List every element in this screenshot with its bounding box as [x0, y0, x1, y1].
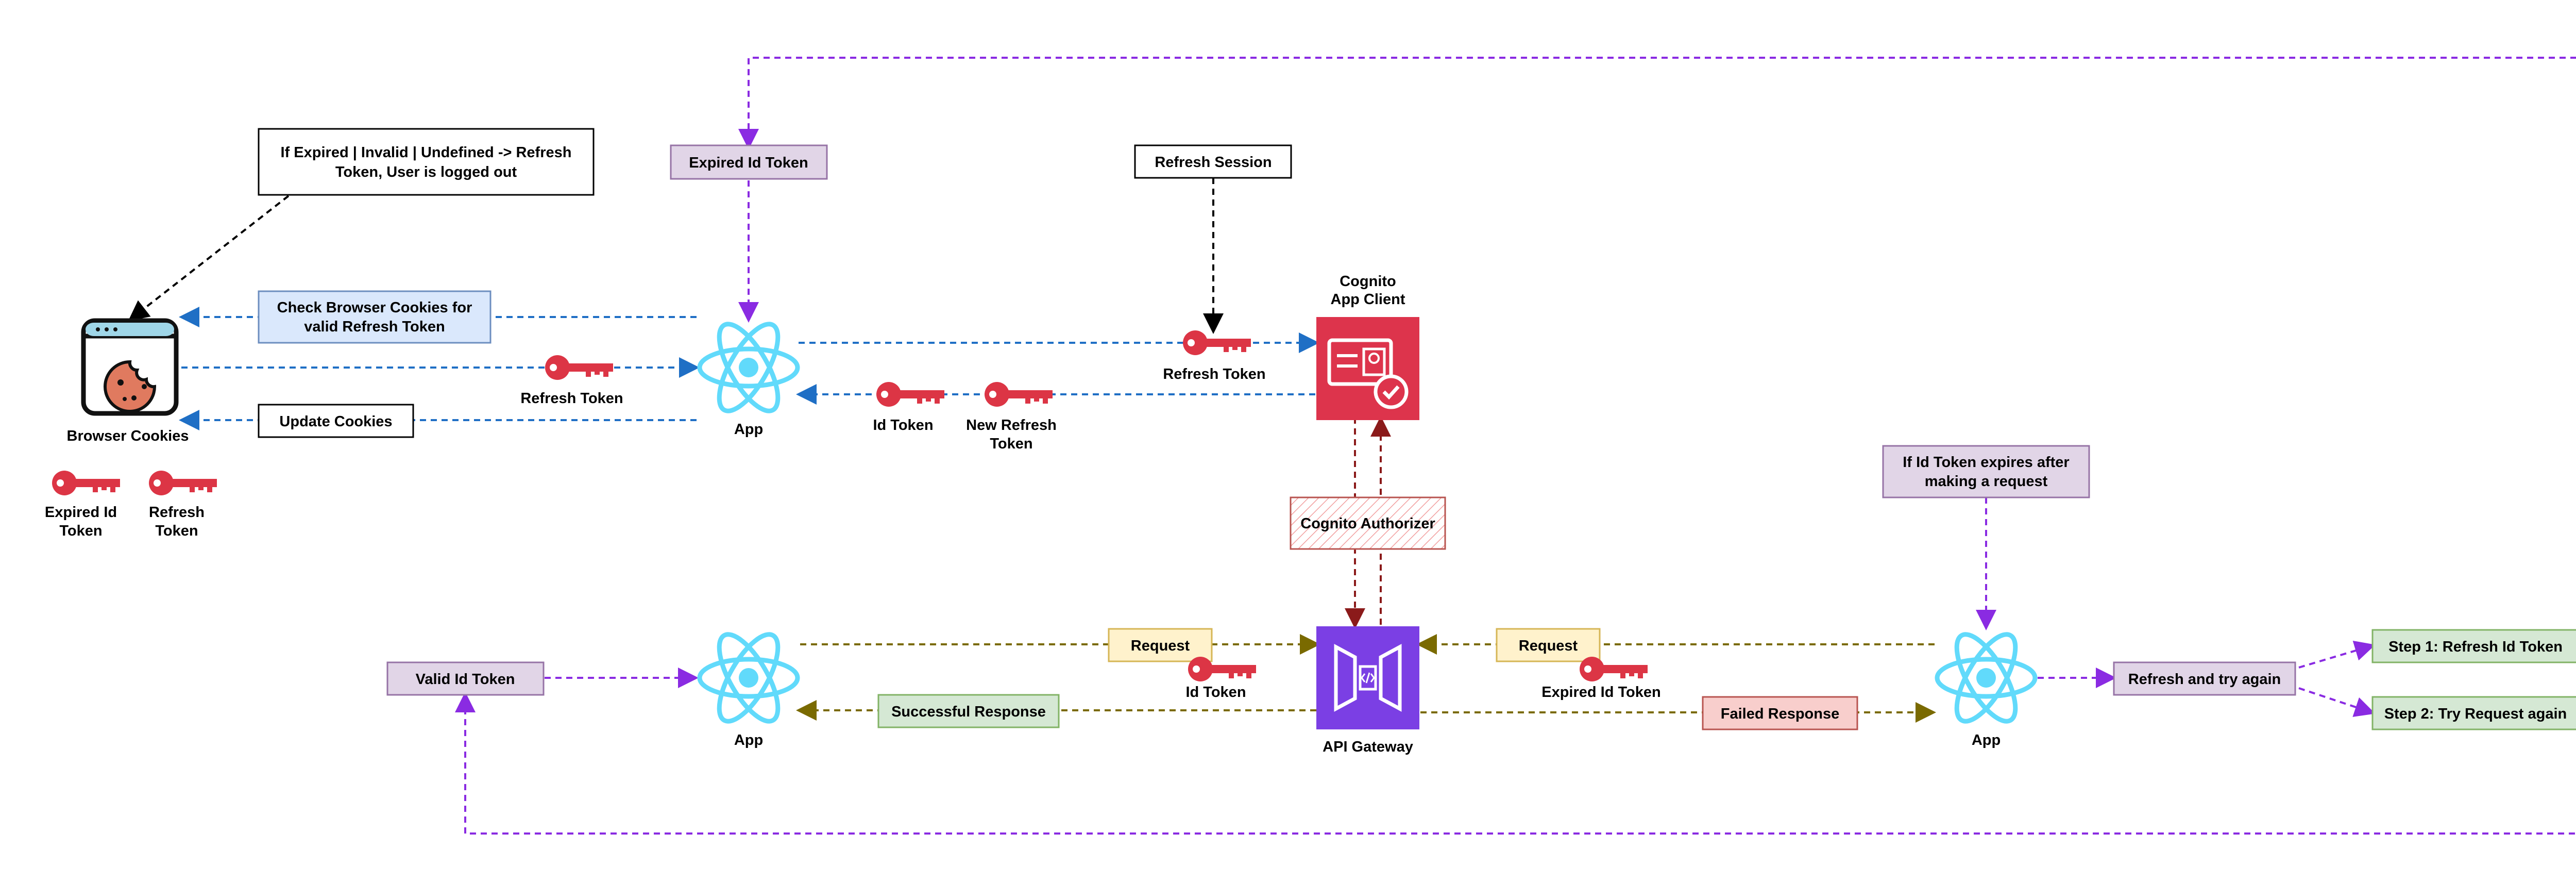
step1-box: Step 1: Refresh Id Token — [2371, 629, 2576, 663]
app-bottom-right-label: App — [1972, 732, 2001, 748]
cognito-icon — [1316, 317, 1419, 420]
request-left-box: Request — [1108, 628, 1213, 662]
cognito-authorizer-label: Cognito Authorizer — [1300, 515, 1435, 532]
check-cookies-box: Check Browser Cookies for valid Refresh … — [258, 290, 492, 344]
cognito-title-line2: App Client — [1331, 291, 1405, 308]
id-token-top-label: Id Token — [873, 417, 933, 434]
new-refresh-line1: New Refresh — [966, 417, 1057, 434]
note-expired-line2: Token, User is logged out — [335, 164, 517, 180]
app-bottom-left-label: App — [734, 732, 763, 748]
update-cookies-label: Update Cookies — [279, 413, 392, 430]
key-icon — [1188, 657, 1256, 681]
key-icon — [1580, 657, 1648, 681]
request-right-label: Request — [1519, 638, 1578, 654]
refresh-token-cognito-label: Refresh Token — [1163, 366, 1265, 382]
react-icon — [1937, 626, 2035, 730]
if-expires-box: If Id Token expires after making a reque… — [1882, 445, 2090, 498]
update-cookies-box: Update Cookies — [258, 404, 414, 438]
refresh-session-label: Refresh Session — [1155, 154, 1272, 171]
app-top-label: App — [734, 421, 763, 438]
refresh-session-box: Refresh Session — [1134, 144, 1292, 179]
boxes: If Expired | Invalid | Undefined -> Refr… — [258, 128, 2576, 730]
api-gateway-label: API Gateway — [1323, 739, 1413, 755]
expired-id-token-label: Expired Id Token — [689, 155, 808, 171]
request-left-label: Request — [1131, 638, 1190, 654]
step1-label: Step 1: Refresh Id Token — [2388, 639, 2563, 655]
step2-box: Step 2: Try Request again — [2371, 696, 2576, 730]
cookie-browser-icon — [81, 318, 179, 416]
id-token-bottom-label: Id Token — [1185, 684, 1246, 701]
request-right-box: Request — [1496, 628, 1601, 662]
note-expired-box: If Expired | Invalid | Undefined -> Refr… — [258, 128, 595, 196]
note-expired-line1: If Expired | Invalid | Undefined -> Refr… — [281, 144, 572, 161]
key-icon — [1183, 330, 1251, 355]
refresh-token-cookies-label: Refresh Token — [520, 390, 623, 407]
key-icon — [876, 382, 944, 407]
legend-expired-line1: Expired Id — [45, 504, 117, 521]
key-icon — [545, 355, 613, 380]
failed-response-box: Failed Response — [1702, 696, 1858, 730]
arrow-to-step2 — [2298, 687, 2376, 717]
api-gateway-icon — [1316, 626, 1419, 729]
expired-id-token-bottom-label: Expired Id Token — [1541, 684, 1661, 701]
legend-expired-line2: Token — [59, 523, 102, 539]
arrow-note-to-cookies — [128, 195, 290, 321]
key-icon — [985, 382, 1053, 407]
key-icon — [149, 471, 217, 495]
if-expires-line2: making a request — [1925, 473, 2048, 490]
check-cookies-line2: valid Refresh Token — [304, 319, 445, 335]
refresh-and-try-box: Refresh and try again — [2113, 661, 2296, 696]
valid-id-token-label: Valid Id Token — [416, 671, 515, 688]
failed-response-label: Failed Response — [1721, 706, 1839, 722]
browser-cookies-label: Browser Cookies — [67, 428, 189, 444]
expired-id-token-box: Expired Id Token — [670, 144, 828, 180]
arrow-step2-loop — [455, 692, 2576, 835]
refresh-and-try-label: Refresh and try again — [2128, 671, 2281, 688]
successful-response-box: Successful Response — [877, 694, 1060, 728]
if-expires-line1: If Id Token expires after — [1903, 454, 2069, 471]
new-refresh-line2: Token — [990, 436, 1032, 452]
cognito-title-line1: Cognito — [1340, 273, 1396, 290]
key-icon — [52, 471, 120, 495]
legend-refresh-line2: Token — [155, 523, 198, 539]
step2-label: Step 2: Try Request again — [2384, 706, 2567, 722]
react-icon — [700, 316, 798, 420]
successful-response-label: Successful Response — [891, 704, 1046, 720]
arrow-step1-loop — [738, 57, 2576, 149]
react-icon — [700, 626, 798, 730]
legend-refresh-line1: Refresh — [149, 504, 205, 521]
cognito-authorizer-box: Cognito Authorizer — [1290, 496, 1446, 550]
arrow-to-step1 — [2298, 640, 2376, 669]
check-cookies-line1: Check Browser Cookies for — [277, 299, 472, 316]
valid-id-token-box: Valid Id Token — [386, 661, 545, 696]
